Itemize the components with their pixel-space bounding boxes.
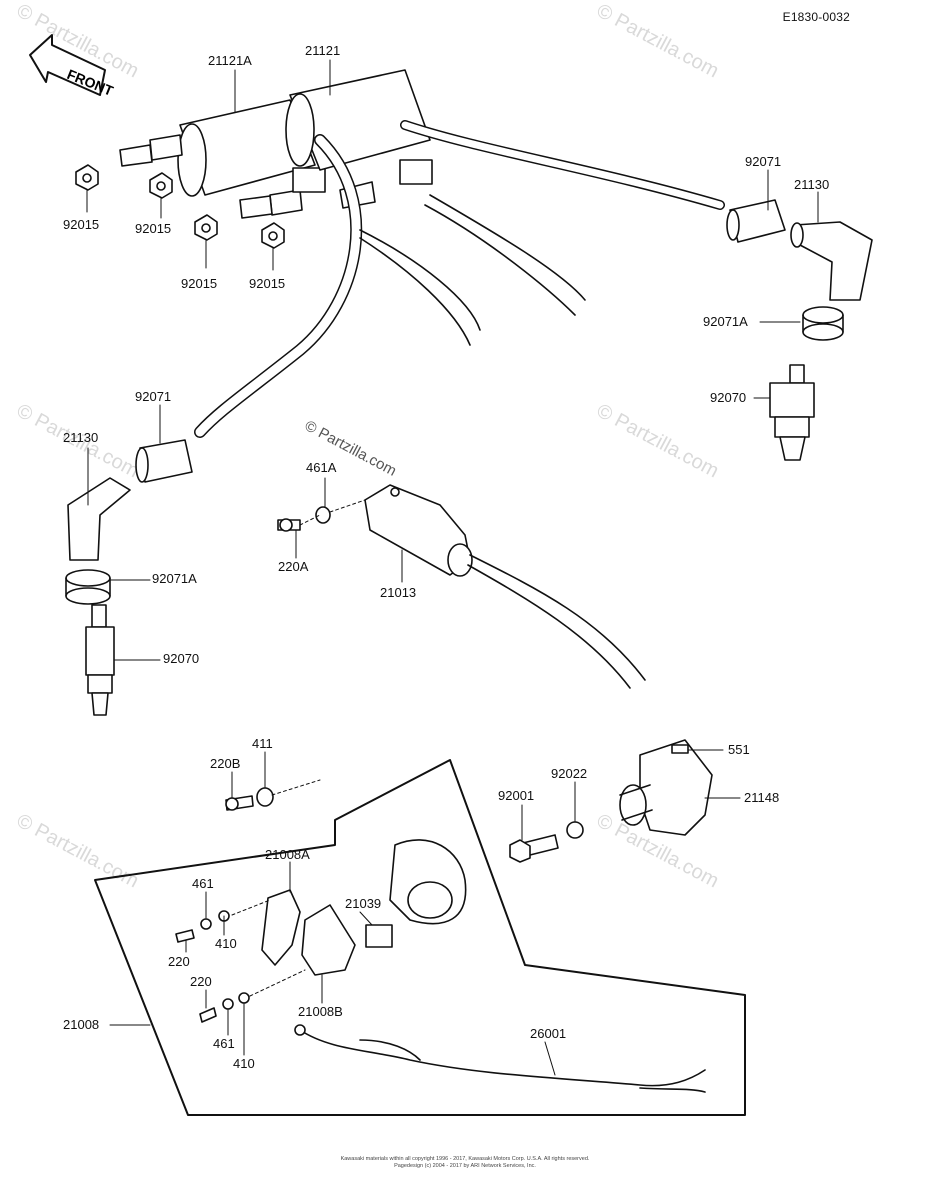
part-label: 92015 [249, 276, 286, 291]
part-label: 92071 [745, 154, 782, 169]
part-label: 92015 [63, 217, 100, 232]
part-label: 21008 [63, 1017, 100, 1032]
part-label: 21130 [63, 430, 99, 445]
part-label: 21008B [298, 1004, 343, 1019]
diagram-code: E1830-0032 [782, 10, 850, 24]
part-label: 410 [233, 1056, 255, 1071]
front-arrow-icon [29, 34, 106, 96]
front-label-svg: FRONT [65, 66, 116, 99]
ignition-coil-left [119, 99, 326, 219]
part-label: 21008A [265, 847, 310, 862]
part-label: 551 [728, 742, 750, 757]
part-label: 92070 [710, 390, 747, 405]
part-label: 411 [252, 736, 273, 751]
part-label: 92015 [181, 276, 218, 291]
part-label: 92071A [152, 571, 197, 586]
part-label: 92071 [135, 389, 172, 404]
part-label: 92071A [703, 314, 748, 329]
part-label: 21013 [380, 585, 417, 600]
part-label: 92070 [163, 651, 200, 666]
part-label: 21130 [794, 177, 830, 192]
part-label: 220B [210, 756, 241, 771]
part-label: 410 [215, 936, 237, 951]
copyright-line: Pagedesign (c) 2004 - 2017 by ARI Networ… [394, 1163, 536, 1169]
copyright-footer: Kawasaki materials within all copyright … [300, 1156, 630, 1170]
part-label: 21148 [744, 790, 780, 805]
part-label: 220 [190, 974, 212, 989]
part-label: 92015 [135, 221, 172, 236]
part-label: 92022 [551, 766, 588, 781]
part-label: 26001 [530, 1026, 567, 1041]
part-label: 92001 [498, 788, 535, 803]
part-label: 21121A [208, 53, 252, 68]
part-label: 461 [192, 876, 214, 891]
front-label: FRONT [65, 66, 116, 99]
part-label: 21121 [305, 43, 341, 58]
copyright-line: Kawasaki materials within all copyright … [340, 1156, 590, 1162]
part-label: 220A [278, 559, 309, 574]
part-label: 461 [213, 1036, 235, 1051]
part-label: 21039 [345, 896, 382, 911]
part-label: 461A [306, 460, 337, 475]
part-label: 220 [168, 954, 190, 969]
